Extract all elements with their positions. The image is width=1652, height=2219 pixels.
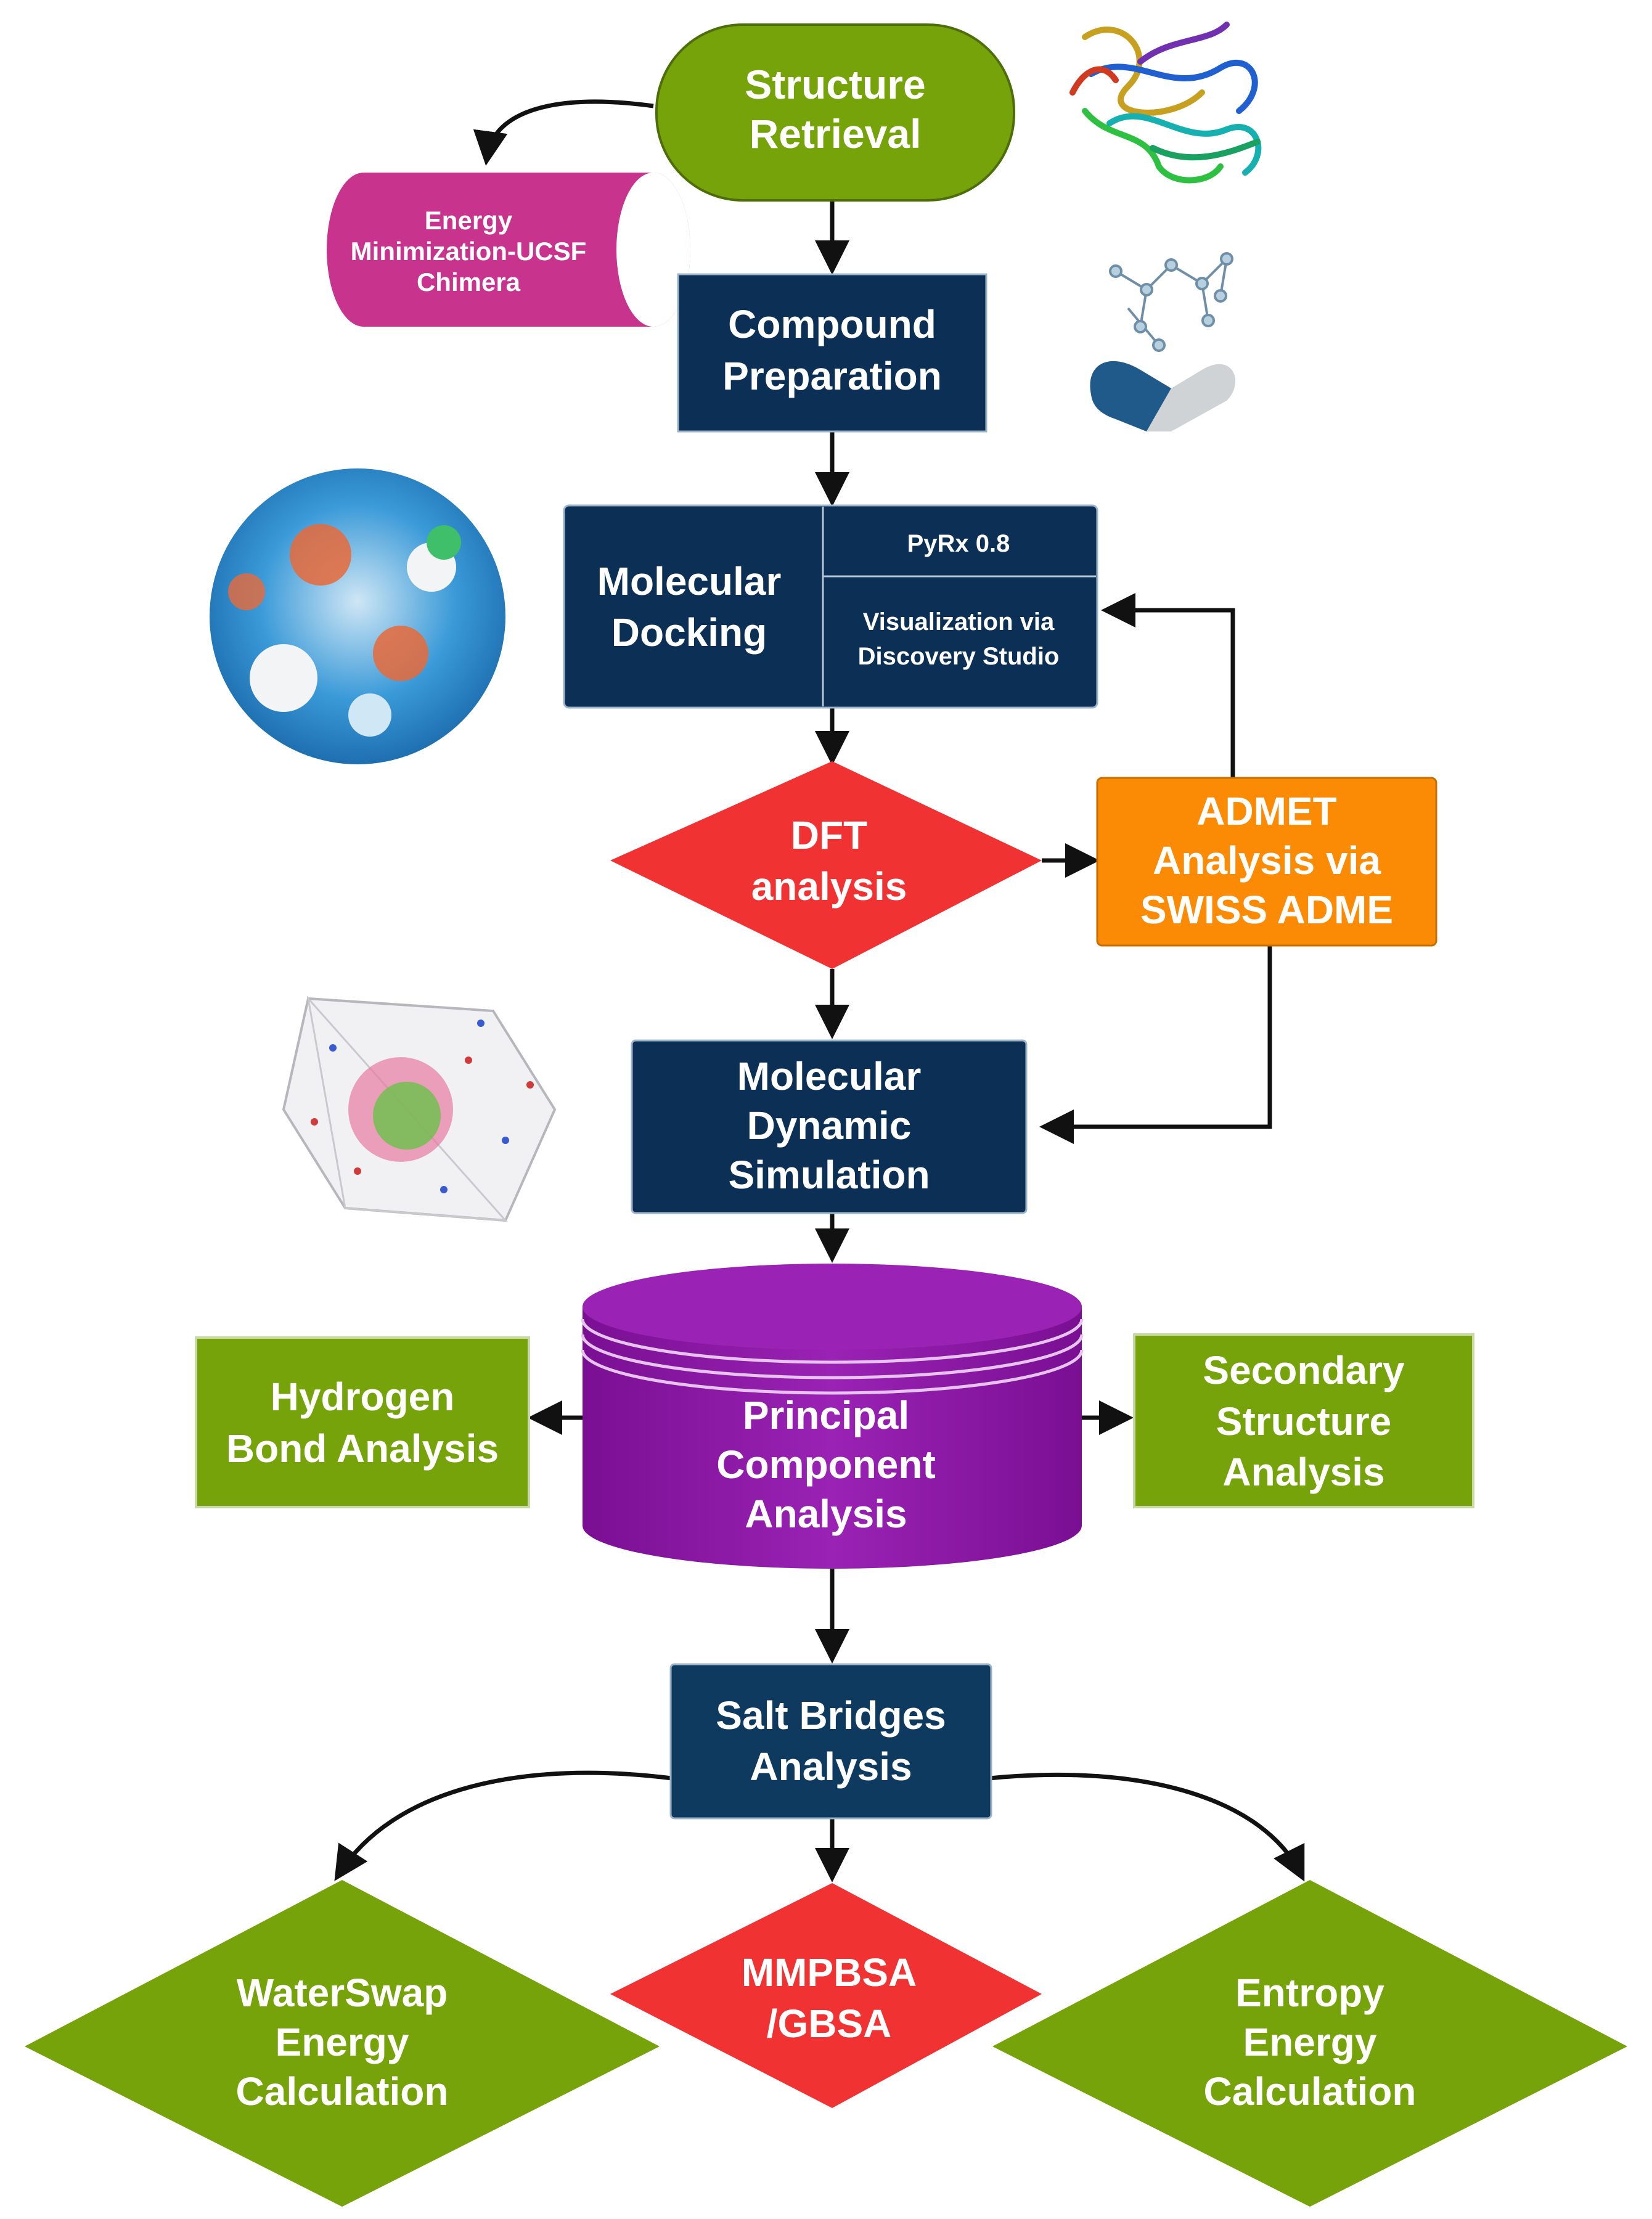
md-label-2: Dynamic <box>747 1103 912 1148</box>
dft-label-1: DFT <box>791 813 867 857</box>
molecular-docking-node: Molecular Docking PyRx 0.8 Visualization… <box>563 504 1098 709</box>
visualization-label-2: Discovery Studio <box>858 643 1060 670</box>
energy-minimization-node: Energy Minimization-UCSF Chimera <box>327 173 690 327</box>
pca-label-1: Principal <box>743 1393 909 1437</box>
entropy-node: Entropy Energy Calculation <box>992 1880 1627 2207</box>
waterswap-label-2: Energy <box>276 2020 409 2064</box>
protein-ribbon-image <box>1069 22 1262 184</box>
secondary-label-3: Analysis <box>1222 1450 1384 1494</box>
solvated-box-image <box>282 995 557 1222</box>
hbond-label-1: Hydrogen <box>271 1375 455 1419</box>
admet-label-1: ADMET <box>1196 789 1337 833</box>
visualization-label-1: Visualization via <box>863 608 1055 635</box>
connectors <box>334 99 1305 1882</box>
entropy-label-2: Energy <box>1243 2020 1377 2064</box>
pca-label-2: Component <box>716 1442 936 1487</box>
admet-label-3: SWISS ADME <box>1140 888 1393 932</box>
waterswap-label-3: Calculation <box>236 2069 449 2114</box>
structure-retrieval-node: Structure Retrieval <box>655 23 1015 202</box>
arrow-salt-to-entropy <box>989 1772 1305 1882</box>
mmpbsa-label-2: /GBSA <box>767 2001 892 2046</box>
md-label-3: Simulation <box>728 1153 930 1197</box>
mmpbsa-label-1: MMPBSA <box>742 1950 917 1995</box>
dft-label-2: analysis <box>751 864 907 909</box>
admet-node: ADMET Analysis via SWISS ADME <box>1096 777 1437 947</box>
arrow-admet-to-md <box>1039 946 1272 1144</box>
pca-label-3: Analysis <box>745 1492 907 1536</box>
waterswap-label-1: WaterSwap <box>237 1971 448 2015</box>
energy-label-3: Chimera <box>417 268 521 296</box>
compound-preparation-node: Compound Preparation <box>677 273 988 433</box>
admet-label-2: Analysis via <box>1153 838 1381 883</box>
entropy-label-1: Entropy <box>1235 1971 1384 2015</box>
salt-label-2: Analysis <box>750 1744 912 1789</box>
docking-label-2: Docking <box>611 610 767 655</box>
structure-retrieval-label-2: Retrieval <box>750 111 922 157</box>
dft-node: DFT analysis <box>610 761 1042 969</box>
entropy-label-3: Calculation <box>1204 2069 1417 2114</box>
pca-node: Principal Component Analysis <box>581 1264 1084 1569</box>
pyrx-label: PyRx 0.8 <box>907 530 1010 557</box>
energy-label-2: Minimization-UCSF <box>351 237 587 266</box>
salt-bridges-node: Salt Bridges Analysis <box>669 1663 992 1820</box>
md-simulation-node: Molecular Dynamic Simulation <box>631 1039 1028 1214</box>
md-label-1: Molecular <box>737 1054 922 1098</box>
mmpbsa-node: MMPBSA /GBSA <box>610 1883 1042 2108</box>
capsule-molecule-image <box>1090 252 1236 431</box>
hbond-label-2: Bond Analysis <box>226 1426 499 1471</box>
arrow-admet-to-docking <box>1101 593 1235 778</box>
protein-surface-image <box>210 468 505 764</box>
arrow-structure-to-energy <box>473 99 654 166</box>
compound-label-1: Compound <box>728 302 936 346</box>
arrow-salt-to-waterswap <box>334 1770 673 1881</box>
docking-label-1: Molecular <box>597 559 782 603</box>
waterswap-node: WaterSwap Energy Calculation <box>25 1880 660 2207</box>
structure-retrieval-label-1: Structure <box>745 62 925 107</box>
secondary-label-2: Structure <box>1216 1399 1392 1444</box>
secondary-structure-node: Secondary Structure Analysis <box>1133 1333 1474 1508</box>
energy-label-1: Energy <box>425 206 513 235</box>
hydrogen-bond-node: Hydrogen Bond Analysis <box>195 1336 530 1508</box>
secondary-label-1: Secondary <box>1203 1348 1405 1392</box>
salt-label-1: Salt Bridges <box>716 1693 946 1738</box>
compound-label-2: Preparation <box>722 354 942 398</box>
